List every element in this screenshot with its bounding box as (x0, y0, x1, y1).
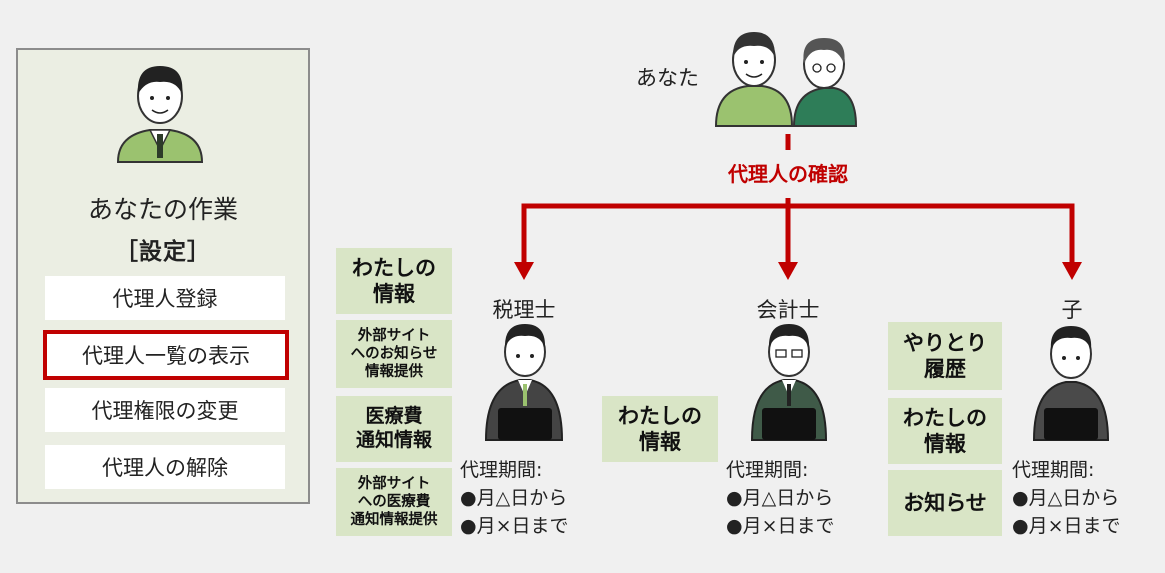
proxy-period-accountant: 代理期間: ●月△日から ●月×日まで (726, 459, 835, 537)
tax-accountant-icon (484, 324, 564, 441)
proxy-period-tax-accountant: 代理期間: ●月△日から ●月×日まで (460, 459, 569, 537)
accountant-icon (750, 324, 828, 441)
permission-my-info: わたしの 情報 (602, 396, 718, 462)
child-icon (1032, 326, 1110, 441)
you-label: あなた (636, 66, 699, 90)
proxy-name-tax-accountant: 税理士 (492, 298, 556, 322)
proxy-confirm-label: 代理人の確認 (728, 162, 848, 186)
menu-item-proxy-list[interactable]: 代理人一覧の表示 (43, 330, 289, 380)
permission-history: やりとり 履歴 (888, 322, 1002, 390)
permission-my-info: わたしの 情報 (336, 248, 452, 314)
arrow-heads (514, 262, 1082, 280)
permission-external-medical-notice: 外部サイト への医療費 通知情報提供 (336, 468, 452, 536)
proxy-period-child: 代理期間: ●月△日から ●月×日まで (1012, 459, 1121, 537)
menu-item-register-proxy[interactable]: 代理人登録 (45, 276, 285, 320)
permission-my-info: わたしの 情報 (888, 398, 1002, 464)
you-couple-icon (714, 32, 858, 127)
menu-item-remove-proxy[interactable]: 代理人の解除 (45, 445, 285, 489)
user-avatar-icon (116, 66, 204, 163)
permission-notices: お知らせ (888, 470, 1002, 536)
panel-title: あなたの作業 (87, 195, 238, 224)
panel-subtitle: ［設定］ (115, 239, 211, 265)
proxy-name-accountant: 会計士 (756, 298, 820, 322)
proxy-name-child: 子 (1061, 298, 1083, 322)
connector-arrows (521, 134, 1075, 262)
menu-item-change-authority[interactable]: 代理権限の変更 (45, 388, 285, 432)
permission-medical-notice: 医療費 通知情報 (336, 396, 452, 462)
permission-external-notice: 外部サイト へのお知らせ 情報提供 (336, 320, 452, 388)
